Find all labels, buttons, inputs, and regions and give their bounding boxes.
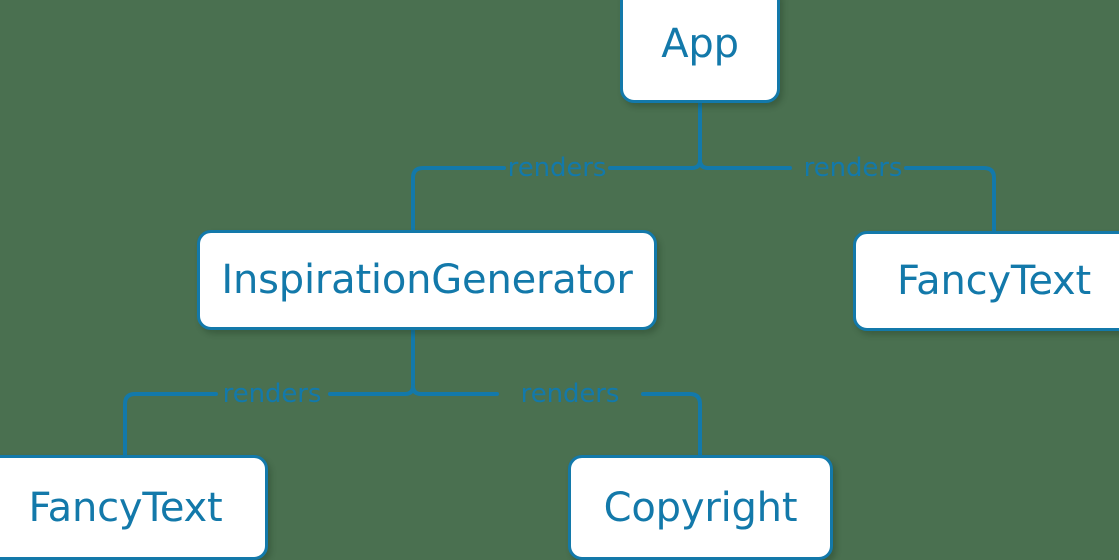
edge-inspiration-stem-right [411, 384, 499, 396]
node-app[interactable]: App [620, 0, 780, 103]
node-app-label: App [661, 20, 739, 67]
edge-app-stem-right [698, 158, 792, 170]
edge-label-app-to-fancytext-right: renders [803, 153, 903, 183]
node-fancytext-bottom-left-label: FancyText [28, 484, 223, 531]
edge-app-to-inspiration-generator [411, 166, 506, 232]
edge-label-inspiration-to-copyright: renders [520, 379, 620, 409]
edge-label-app-to-inspiration-generator: renders [507, 153, 607, 183]
node-fancytext-right-label: FancyText [897, 258, 1091, 304]
edge-inspiration-stem [328, 328, 415, 396]
edge-label-inspiration-to-fancytext: renders [222, 379, 322, 409]
node-inspiration-generator-label: InspirationGenerator [221, 257, 633, 303]
node-fancytext-right[interactable]: FancyText [853, 231, 1119, 331]
node-fancytext-bottom-left[interactable]: FancyText [0, 455, 268, 560]
edge-app-stem [608, 101, 702, 170]
node-copyright[interactable]: Copyright [568, 455, 833, 560]
edge-inspiration-to-copyright [641, 392, 702, 457]
edge-app-to-fancytext-right [904, 166, 996, 233]
node-copyright-label: Copyright [603, 484, 798, 531]
edge-inspiration-to-fancytext [123, 392, 218, 457]
node-inspiration-generator[interactable]: InspirationGenerator [197, 230, 657, 330]
